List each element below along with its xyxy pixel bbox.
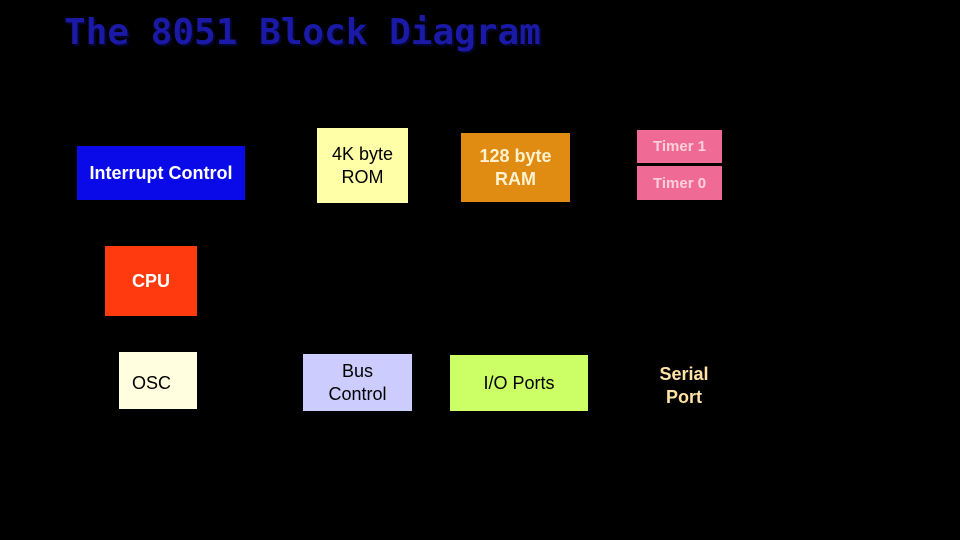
timer-1-block: Timer 1 [637, 130, 722, 163]
cpu-block: CPU [105, 246, 197, 316]
timer-0-block: Timer 0 [637, 166, 722, 200]
bus-control-block: Bus Control [303, 354, 412, 411]
interrupt-control-block: Interrupt Control [77, 146, 245, 200]
page-title: The 8051 Block Diagram [64, 12, 541, 53]
io-ports-block: I/O Ports [450, 355, 588, 411]
ram-block: 128 byte RAM [461, 133, 570, 202]
serial-port-block: Serial Port [641, 360, 727, 412]
rom-block: 4K byte ROM [317, 128, 408, 203]
osc-block: OSC [119, 352, 197, 409]
